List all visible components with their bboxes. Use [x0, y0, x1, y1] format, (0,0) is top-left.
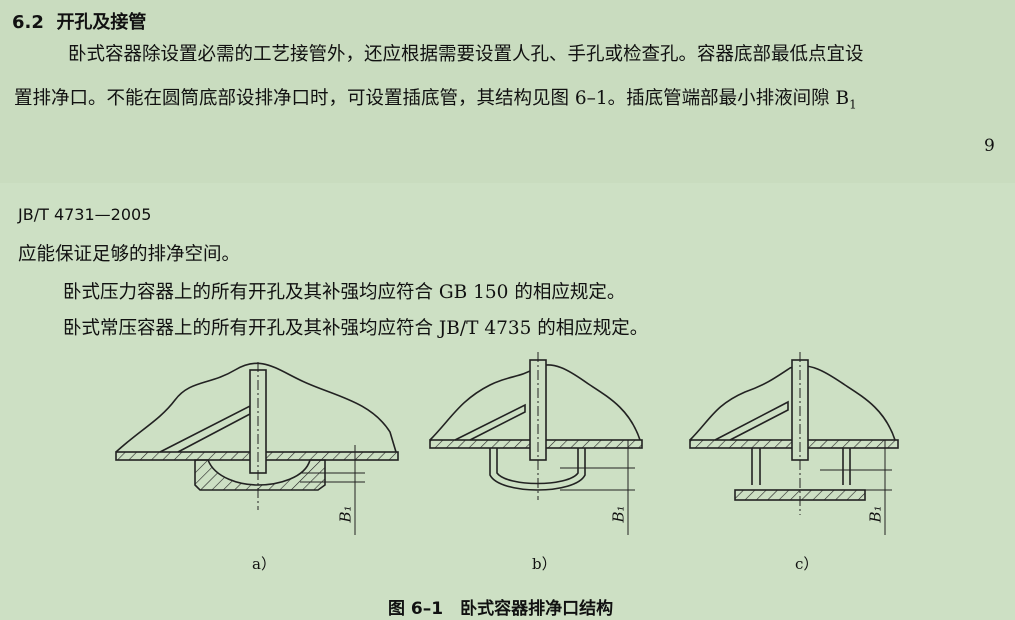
text-line-2: 卧式压力容器上的所有开孔及其补强均应符合 GB 150 的相应规定。 [63, 282, 626, 303]
subfigure-caption-b: b） [532, 555, 557, 573]
subscript: 1 [849, 97, 857, 112]
figure-b [429, 352, 643, 535]
page-lower [0, 183, 1015, 620]
figure-c [689, 352, 899, 535]
dim-label-c: B₁ [866, 505, 885, 523]
paragraph-line-2: 置排净口。不能在圆筒底部设排净口时，可设置插底管，其结构见图 6–1。插底管端部… [14, 84, 857, 112]
page-upper [0, 0, 1015, 183]
section-number: 6.2 [12, 12, 44, 33]
figure-a [115, 362, 399, 535]
dim-label-b: B₁ [609, 505, 628, 523]
standard-header: JB/T 4731—2005 [18, 205, 152, 224]
page-number: 9 [984, 136, 995, 156]
section-title: 开孔及接管 [56, 12, 147, 33]
paragraph-line-2-text: 置排净口。不能在圆筒底部设排净口时，可设置插底管，其结构见图 6–1。插底管端部… [14, 88, 850, 109]
text-line-3: 卧式常压容器上的所有开孔及其补强均应符合 JB/T 4735 的相应规定。 [63, 318, 649, 339]
figure-caption: 图 6–1 卧式容器排净口结构 [388, 599, 614, 619]
subfigure-caption-c: c） [795, 555, 819, 573]
paragraph-line-1: 卧式容器除设置必需的工艺接管外，还应根据需要设置人孔、手孔或检查孔。容器底部最低… [68, 44, 864, 65]
subfigure-caption-a: a） [252, 555, 276, 573]
text-line-1: 应能保证足够的排净空间。 [18, 244, 241, 265]
dim-label-a: B₁ [336, 505, 355, 523]
section-heading: 6.2 开孔及接管 [12, 8, 146, 34]
